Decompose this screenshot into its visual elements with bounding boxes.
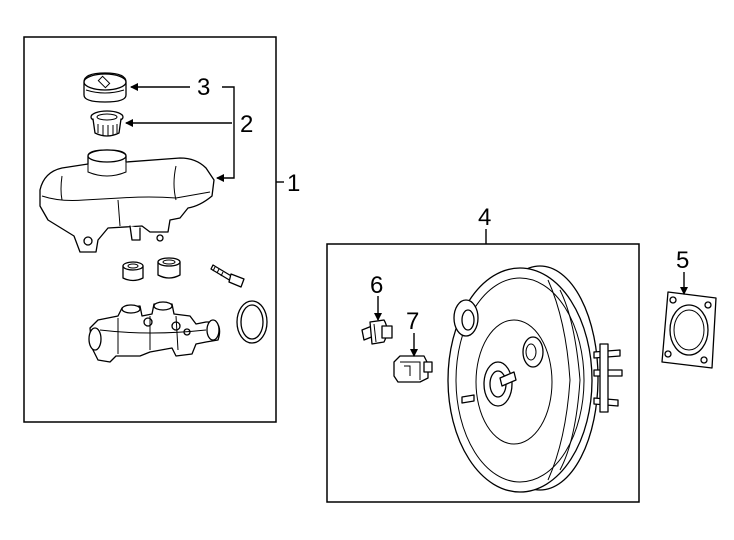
- reservoir-strainer[interactable]: [90, 110, 124, 137]
- callout-1: 1: [287, 170, 300, 197]
- reservoir-cap[interactable]: [83, 72, 127, 103]
- brake-booster-group: [326, 229, 640, 503]
- master-cylinder-body[interactable]: [88, 301, 221, 363]
- master-cylinder-group: [23, 36, 284, 423]
- booster-gasket[interactable]: [661, 291, 717, 369]
- callout-2: 2: [240, 111, 253, 138]
- leader-line-reservoir-bracket: [216, 86, 235, 182]
- group-frame-right: [326, 243, 640, 503]
- o-ring[interactable]: [236, 300, 268, 344]
- brake-booster[interactable]: [447, 265, 623, 493]
- callout-6: 6: [370, 272, 383, 299]
- check-valve[interactable]: [361, 319, 393, 345]
- grommet-left[interactable]: [122, 261, 144, 282]
- callout-4: 4: [478, 204, 491, 231]
- callout-7: 7: [406, 308, 419, 335]
- grommet-right[interactable]: [157, 257, 181, 279]
- vacuum-sensor[interactable]: [393, 355, 433, 383]
- retaining-pin[interactable]: [210, 264, 245, 288]
- group-frame-left: [23, 36, 277, 423]
- callout-5: 5: [676, 247, 689, 274]
- callout-3: 3: [197, 74, 210, 101]
- fluid-reservoir[interactable]: [39, 149, 215, 253]
